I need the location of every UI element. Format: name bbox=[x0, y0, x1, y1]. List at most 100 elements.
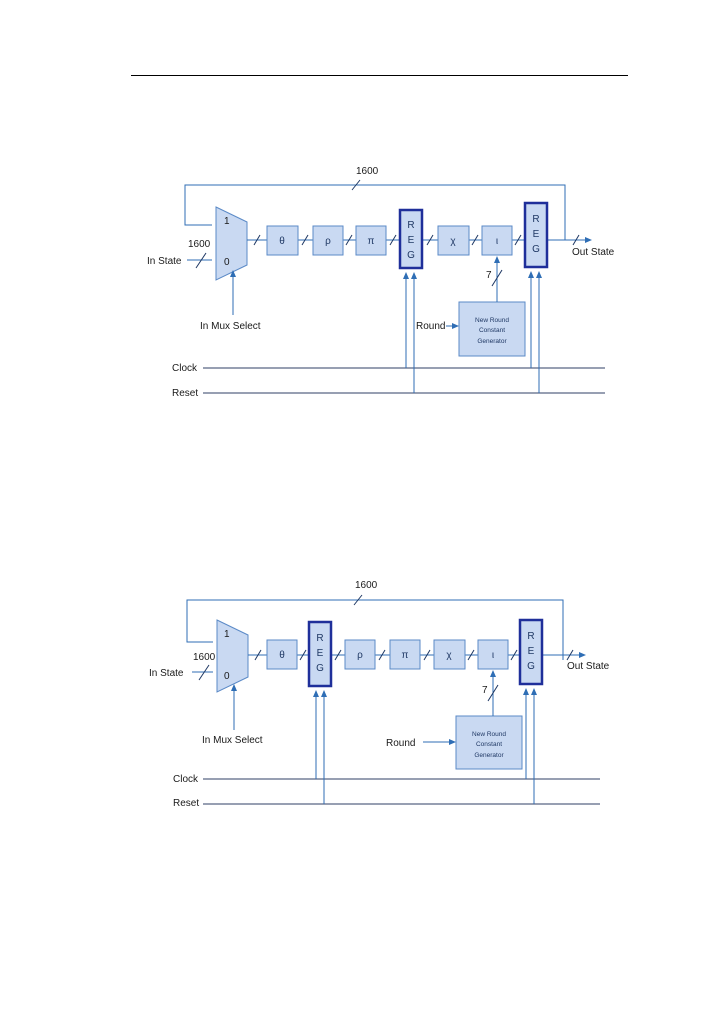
register-1 bbox=[398, 208, 424, 270]
reg1-reset-arrow bbox=[321, 690, 327, 697]
input-mux bbox=[216, 619, 249, 693]
reg2-reset-arrow bbox=[536, 271, 542, 278]
rho-label: ρ bbox=[325, 236, 331, 247]
chi-label: χ bbox=[450, 236, 456, 247]
header-rule bbox=[131, 75, 628, 76]
reg2-clock-arrow bbox=[528, 271, 534, 278]
register-1-letter-r: R bbox=[407, 220, 414, 231]
generator-arrow bbox=[490, 670, 496, 677]
round-label: Round bbox=[416, 321, 445, 332]
wire-slash bbox=[467, 649, 475, 661]
clock-label: Clock bbox=[173, 774, 199, 785]
iota-block bbox=[481, 225, 513, 256]
mux-select-arrow bbox=[231, 684, 237, 691]
reg1-reset-arrow bbox=[411, 272, 417, 279]
wire-slash bbox=[514, 234, 522, 246]
register-1-letter-e: E bbox=[317, 648, 324, 659]
wire-slash bbox=[334, 649, 342, 661]
wire-slash bbox=[510, 649, 518, 661]
generator-line-2: Constant bbox=[479, 327, 505, 334]
register-1-letter-g: G bbox=[316, 663, 324, 674]
pi-block bbox=[389, 639, 421, 670]
register-2-letter-r: R bbox=[532, 214, 539, 225]
feedback-bus-slash bbox=[351, 179, 361, 191]
wire-slash bbox=[423, 649, 431, 661]
theta-label: θ bbox=[279, 236, 285, 247]
feedback-bus bbox=[184, 184, 566, 240]
round-slash bbox=[487, 684, 499, 702]
mux-select-label: In Mux Select bbox=[200, 321, 261, 332]
register-2-letter-g: G bbox=[527, 661, 535, 672]
diagram-1-svg: 1600 In State 1600 1 0 In Mux Select Out… bbox=[147, 166, 615, 399]
out-arrow bbox=[585, 237, 592, 243]
pi-label: π bbox=[368, 236, 375, 247]
round-width: 7 bbox=[482, 685, 488, 696]
round-slash bbox=[491, 269, 503, 287]
pi-block bbox=[355, 225, 387, 256]
generator-arrow bbox=[494, 256, 500, 263]
register-1-letter-e: E bbox=[408, 235, 415, 246]
iota-block bbox=[477, 639, 509, 670]
pipeline-diagram-2: 1600 In State 1600 1 0 In Mux Select Out… bbox=[0, 570, 715, 820]
out-state-label: Out State bbox=[567, 661, 610, 672]
register-2-letter-r: R bbox=[527, 631, 534, 642]
feedback-bus bbox=[186, 599, 564, 660]
wire-slash bbox=[378, 649, 386, 661]
generator-line-3: Generator bbox=[477, 338, 507, 345]
mux-in1-label: 1 bbox=[224, 629, 230, 640]
theta-block bbox=[266, 225, 299, 256]
mux-in0-label: 0 bbox=[224, 257, 230, 268]
register-2-letter-e: E bbox=[528, 646, 535, 657]
reg2-clock-arrow bbox=[523, 688, 529, 695]
register-2 bbox=[523, 201, 549, 269]
wire-slash bbox=[426, 234, 434, 246]
out-state-label: Out State bbox=[572, 247, 615, 258]
register-2 bbox=[518, 618, 544, 686]
round-arrow bbox=[452, 323, 459, 329]
in-state-slash bbox=[198, 664, 210, 681]
wire-slash bbox=[389, 234, 397, 246]
theta-block bbox=[266, 639, 298, 670]
chi-block bbox=[437, 225, 470, 256]
register-2-letter-g: G bbox=[532, 244, 540, 255]
generator-line-1: New Round bbox=[475, 317, 509, 324]
pi-label: π bbox=[402, 650, 409, 661]
wire-slash bbox=[299, 649, 307, 661]
reg1-clock-arrow bbox=[313, 690, 319, 697]
input-mux bbox=[215, 206, 248, 281]
register-1-letter-g: G bbox=[407, 250, 415, 261]
wire-slash bbox=[254, 649, 262, 661]
register-1 bbox=[307, 620, 333, 688]
feedback-bus-width: 1600 bbox=[356, 166, 379, 177]
reset-label: Reset bbox=[173, 798, 199, 809]
feedback-bus-width: 1600 bbox=[355, 580, 378, 591]
wire-slash bbox=[253, 234, 261, 246]
round-arrow bbox=[449, 739, 456, 745]
in-state-label: In State bbox=[147, 256, 182, 267]
iota-label: ι bbox=[492, 650, 494, 661]
in-state-slash bbox=[195, 252, 207, 269]
round-width: 7 bbox=[486, 270, 492, 281]
reg1-clock-arrow bbox=[403, 272, 409, 279]
reg2-reset-arrow bbox=[531, 688, 537, 695]
register-1-letter-r: R bbox=[316, 633, 323, 644]
round-constant-generator bbox=[458, 301, 526, 357]
reset-label: Reset bbox=[172, 388, 198, 399]
chi-label: χ bbox=[446, 650, 452, 661]
generator-line-3: Generator bbox=[474, 752, 504, 759]
mux-in0-label: 0 bbox=[224, 671, 230, 682]
iota-label: ι bbox=[496, 236, 498, 247]
wire-slash bbox=[345, 234, 353, 246]
wire-slash bbox=[566, 649, 574, 661]
in-state-label: In State bbox=[149, 668, 184, 679]
generator-line-1: New Round bbox=[472, 731, 506, 738]
wire-slash bbox=[572, 234, 580, 246]
pipeline-diagram-1: 1600 In State 1600 1 0 In Mux Select Out… bbox=[0, 150, 715, 410]
out-arrow bbox=[579, 652, 586, 658]
in-state-width: 1600 bbox=[193, 652, 216, 663]
rho-block bbox=[344, 639, 376, 670]
mux-select-label: In Mux Select bbox=[202, 735, 263, 746]
round-label: Round bbox=[386, 738, 415, 749]
clock-label: Clock bbox=[172, 363, 198, 374]
chi-block bbox=[433, 639, 466, 670]
